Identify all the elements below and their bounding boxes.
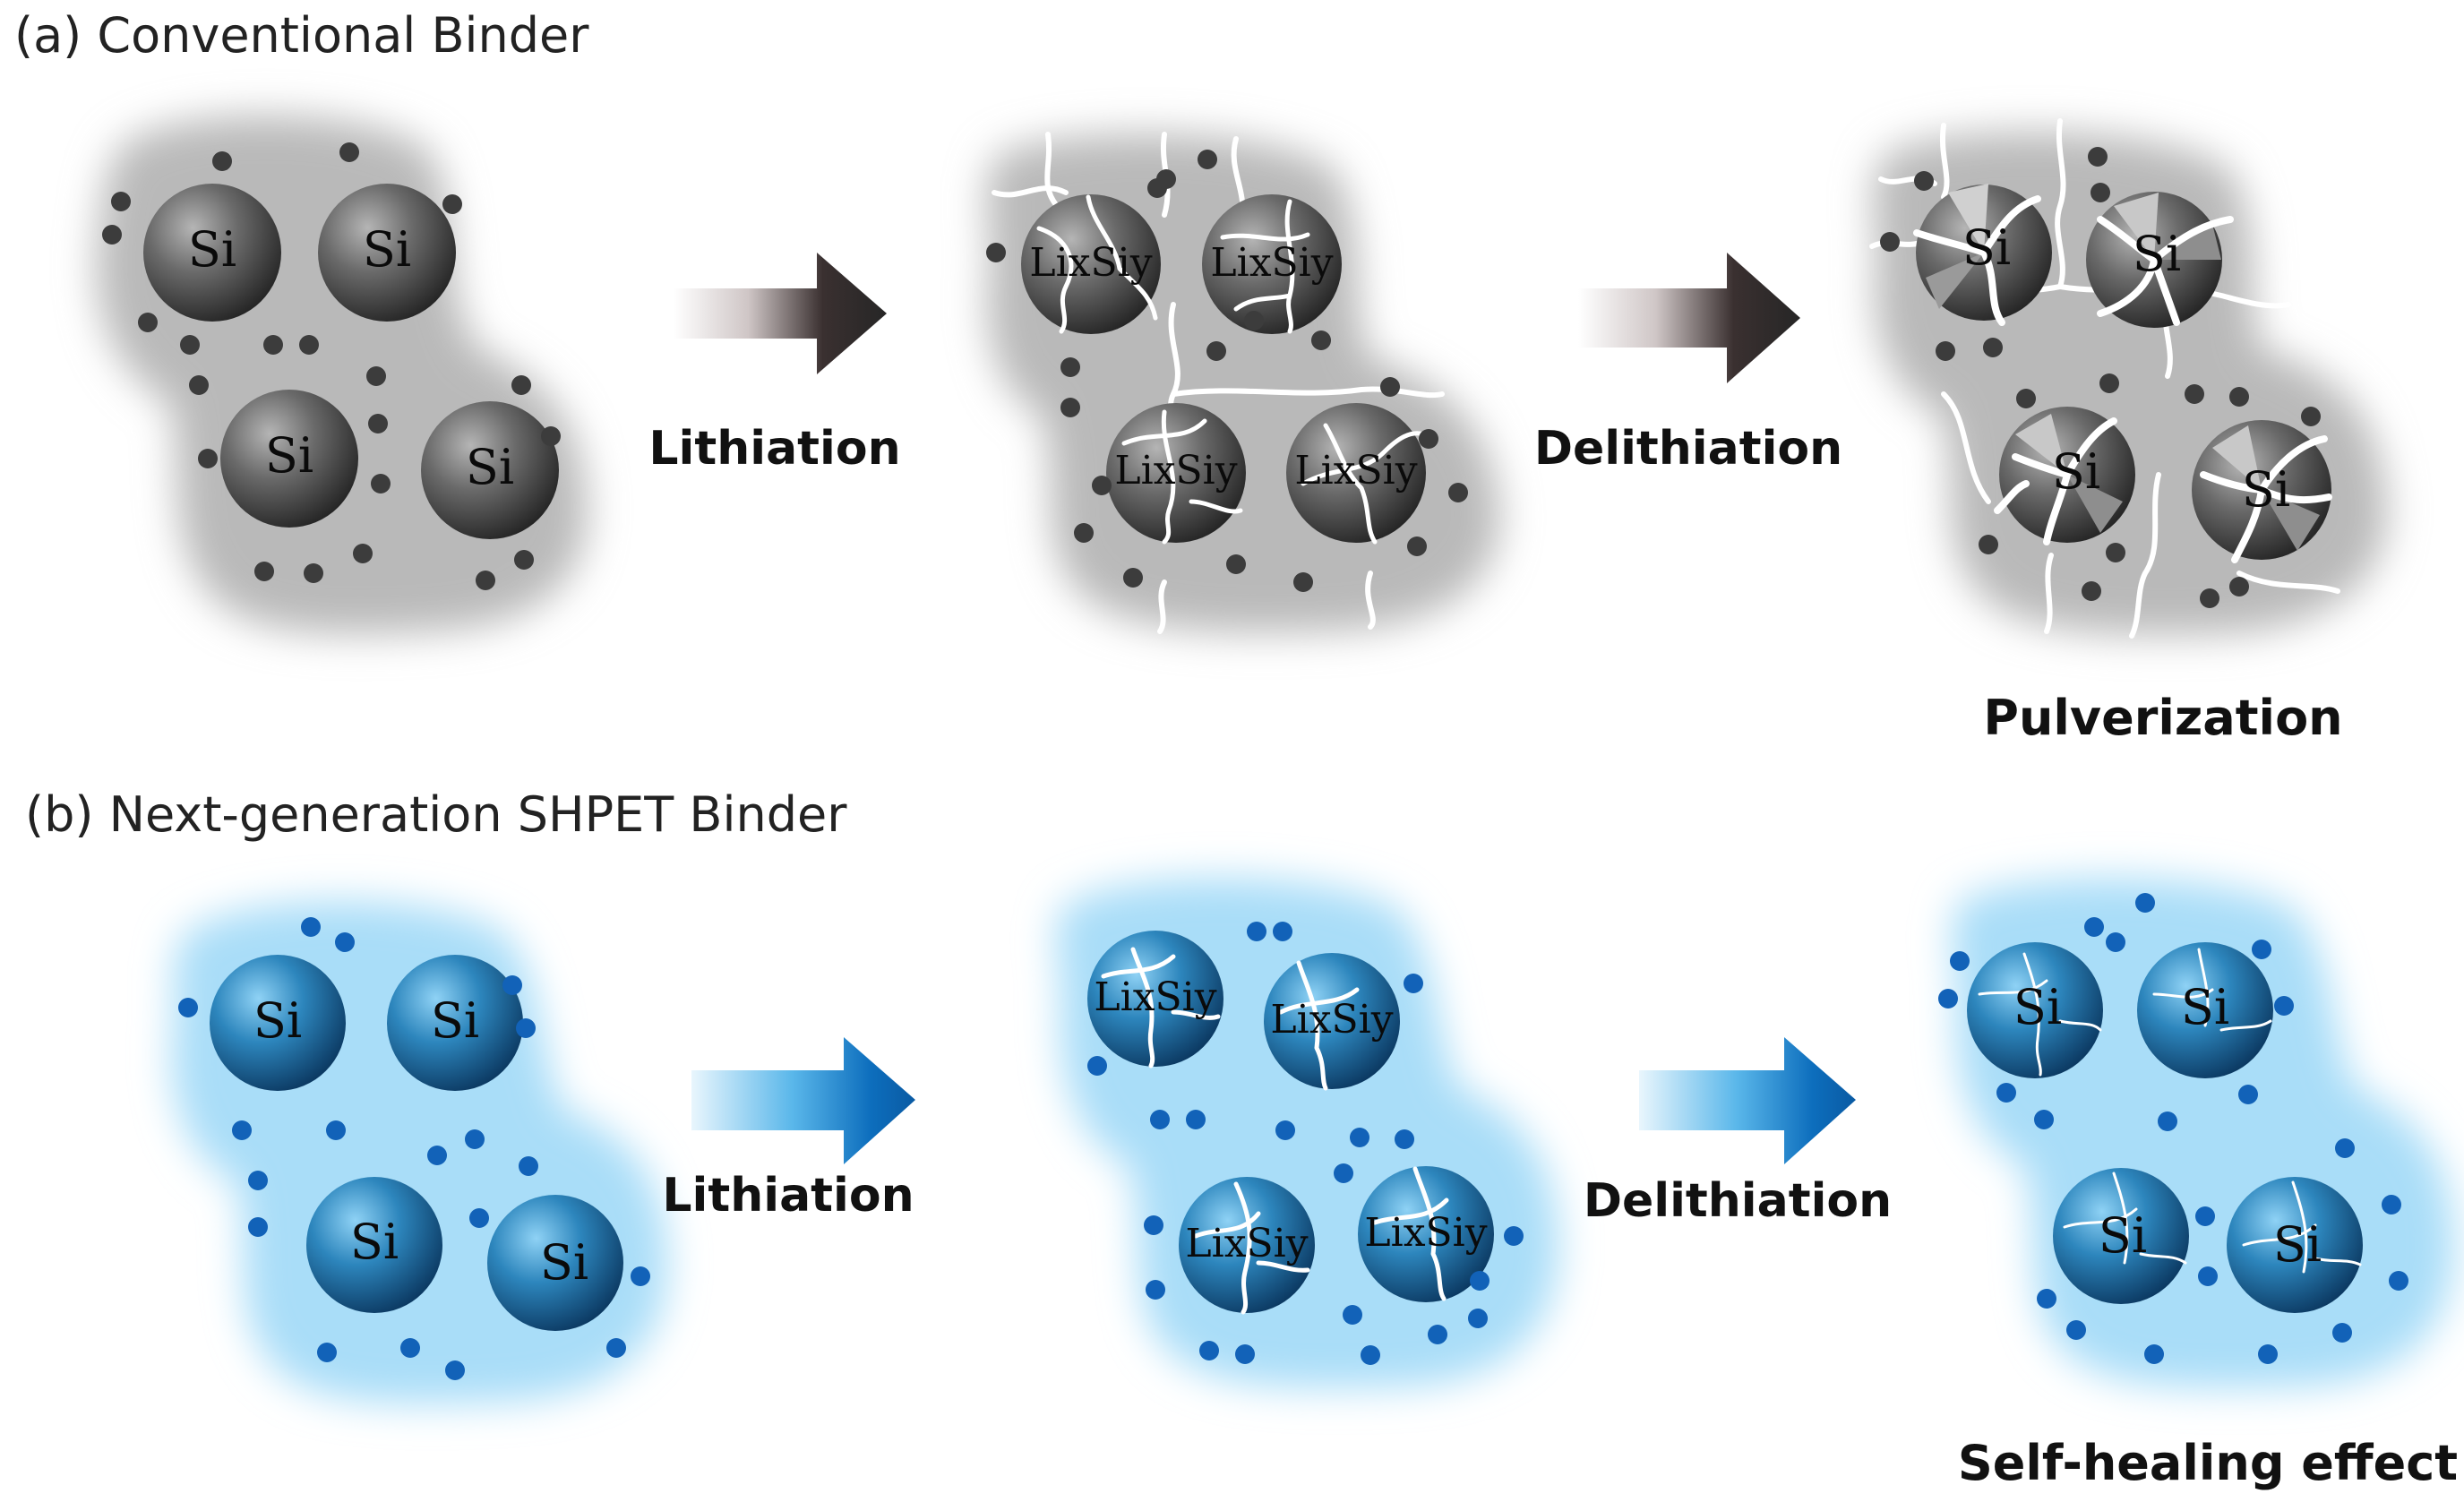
- si-particle: Si: [421, 401, 559, 539]
- particle-label: LixSiy: [1210, 240, 1333, 286]
- panel-a-stage-pulverized: Si Si Si Si: [1913, 184, 2332, 563]
- particle-label: Si: [540, 1234, 588, 1291]
- si-particle-healed: Si: [2227, 1177, 2363, 1313]
- si-particle-healed: Si: [2053, 1168, 2189, 1304]
- si-particle: Si: [387, 955, 523, 1091]
- panel-a-delithiation-label: Delithiation: [1534, 422, 1842, 476]
- si-particle-healed: Si: [1967, 942, 2103, 1078]
- panel-a-arrow-lithiation: [674, 253, 887, 374]
- panel-b-dots: [178, 893, 2408, 1380]
- lixsiy-particle: LixSiy: [1264, 953, 1400, 1091]
- si-particle: Si: [318, 184, 456, 322]
- lixsiy-particle: LixSiy: [1021, 194, 1161, 334]
- particle-label: LixSiy: [1029, 240, 1152, 286]
- particle-label: LixSiy: [1094, 974, 1216, 1020]
- si-particle: Si: [143, 184, 281, 322]
- binder-blob: [96, 116, 588, 634]
- panel-a-dots: [102, 142, 2321, 608]
- particle-label: Si: [431, 992, 479, 1049]
- particle-label: LixSiy: [1270, 997, 1393, 1043]
- si-particle-fractured: Si: [2086, 192, 2234, 328]
- si-particle-fractured: Si: [1994, 407, 2135, 545]
- particle-label: Si: [2013, 979, 2062, 1035]
- particle-label: Si: [253, 992, 302, 1049]
- panel-a-arrow-delithiation: [1578, 253, 1800, 383]
- panel-b-outcome-label: Self-healing effect: [1958, 1435, 2458, 1491]
- si-particle: Si: [306, 1177, 442, 1313]
- particle-label: Si: [265, 427, 313, 484]
- si-particle: Si: [487, 1195, 623, 1331]
- particle-label: Si: [2052, 443, 2100, 500]
- particle-label: Si: [2133, 226, 2181, 282]
- panel-b-delithiation-label: Delithiation: [1584, 1174, 1892, 1228]
- panel-b-title: (b) Next-generation SHPET Binder: [25, 786, 847, 843]
- particle-label: Si: [350, 1214, 399, 1270]
- particle-label: LixSiy: [1114, 448, 1237, 494]
- particle-label: Si: [2181, 979, 2229, 1035]
- panel-a-stage-initial: Si Si Si Si: [143, 184, 559, 539]
- particle-label: LixSiy: [1185, 1221, 1308, 1266]
- panel-b-stage-lithiated: LixSiy LixSiy LixSiy LixSiy: [1087, 931, 1494, 1315]
- panel-a-stage-lithiated: LixSiy LixSiy LixSiy LixSiy: [1021, 194, 1427, 545]
- panel-a-lithiation-label: Lithiation: [648, 422, 900, 476]
- panel-a-outcome-label: Pulverization: [1983, 690, 2342, 746]
- lixsiy-particle: LixSiy: [1358, 1166, 1494, 1302]
- si-particle: Si: [220, 390, 358, 528]
- lixsiy-particle: LixSiy: [1179, 1177, 1315, 1315]
- panel-b-lithiation-label: Lithiation: [662, 1169, 914, 1223]
- si-particle: Si: [210, 955, 346, 1091]
- particle-label: Si: [2273, 1216, 2322, 1273]
- panel-b-arrow-delithiation: [1639, 1037, 1856, 1164]
- panel-b-arrow-lithiation: [691, 1037, 915, 1164]
- panel-b-stage-initial: Si Si Si Si: [210, 955, 623, 1331]
- particle-label: LixSiy: [1294, 448, 1417, 494]
- particle-label: Si: [2099, 1207, 2147, 1264]
- si-particle-fractured: Si: [1913, 184, 2052, 326]
- particle-label: Si: [466, 439, 514, 495]
- lixsiy-particle: LixSiy: [1087, 931, 1223, 1069]
- si-particle-fractured: Si: [2192, 420, 2332, 563]
- lixsiy-particle: LixSiy: [1202, 194, 1342, 334]
- lixsiy-particle: LixSiy: [1286, 403, 1427, 545]
- particle-label: Si: [1962, 219, 2011, 276]
- particle-label: Si: [2242, 461, 2290, 518]
- si-particle-healed: Si: [2137, 942, 2273, 1078]
- panel-a-title: (a) Conventional Binder: [14, 7, 589, 64]
- particle-label: Si: [363, 221, 411, 278]
- particle-label: LixSiy: [1364, 1210, 1487, 1256]
- lixsiy-particle: LixSiy: [1106, 403, 1246, 545]
- panel-b-stage-healed: Si Si Si Si: [1967, 942, 2363, 1313]
- particle-label: Si: [188, 221, 236, 278]
